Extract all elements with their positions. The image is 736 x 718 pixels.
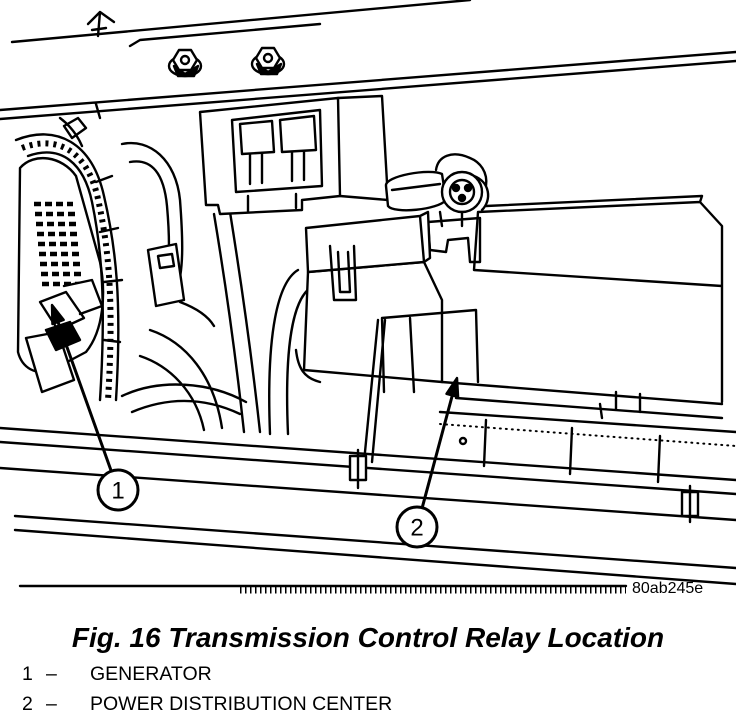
relay-terminals	[248, 149, 306, 186]
line-art: 1 2	[0, 0, 736, 594]
hose-lines	[120, 141, 312, 436]
frame-rail-seams	[482, 418, 662, 484]
harness-clip	[58, 116, 88, 148]
legend-separator: –	[46, 693, 57, 715]
hoses	[120, 141, 312, 436]
frame-rail-lines	[0, 410, 736, 586]
connector-face	[448, 178, 476, 206]
mounting-nut-right	[250, 46, 286, 76]
figure-caption: Fig. 16 Transmission Control Relay Locat…	[71, 622, 665, 653]
leader-arrowhead-1	[50, 303, 65, 326]
sensor-connector	[384, 153, 490, 264]
relay	[238, 114, 318, 156]
nut-stud	[179, 54, 191, 66]
callout-number-2: 2	[410, 515, 423, 542]
illustration: 1 2	[0, 0, 736, 594]
nut-shadow	[172, 64, 200, 78]
callout-circle-1	[96, 468, 140, 512]
figure-code: 80ab245e	[632, 580, 704, 597]
legend-number: 2	[22, 693, 33, 715]
nut-stud	[262, 52, 274, 64]
sensor-bracket	[426, 210, 482, 264]
tray-ledge	[294, 348, 724, 420]
pdc-latch	[328, 244, 358, 302]
leader-arrowhead-2	[445, 376, 460, 399]
nut-hex	[171, 48, 199, 72]
relay-bracket	[198, 94, 390, 216]
connector-head	[440, 170, 484, 214]
hose-connector	[146, 242, 186, 308]
legend-separator: –	[46, 663, 57, 685]
harness-outline	[14, 133, 120, 402]
legend-number: 1	[22, 663, 33, 685]
wiring-harness	[14, 116, 124, 402]
cowl-panel	[0, 0, 736, 121]
frame-rail-texture	[439, 423, 736, 447]
connector-pin	[463, 183, 473, 193]
mounting-nut-left	[167, 48, 203, 78]
pdc-hold-down-rod	[362, 318, 387, 464]
leader-line-2	[420, 393, 454, 510]
power-distribution-center	[294, 194, 724, 464]
leader-line-1	[56, 320, 113, 473]
legend-item: 2 – POWER DISTRIBUTION CENTER	[22, 692, 392, 716]
legend-label: POWER DISTRIBUTION CENTER	[90, 693, 393, 715]
callout-circle-2	[395, 505, 439, 549]
callout-number-1: 1	[111, 478, 124, 505]
pdc-cover-top	[304, 210, 432, 274]
frame-rail	[0, 410, 736, 594]
connector-pin	[451, 183, 461, 193]
callout-2: 2	[395, 376, 460, 549]
relay-frame	[230, 94, 390, 214]
frame-hole	[458, 436, 468, 446]
generator-vent-slots	[34, 201, 87, 287]
harness-ties	[94, 174, 124, 344]
legend-label: GENERATOR	[90, 663, 212, 685]
sensor-body	[384, 170, 448, 212]
harness-wrap	[20, 140, 114, 401]
cowl-panel-edges	[0, 0, 736, 121]
hood-clip	[86, 10, 116, 38]
legend-item: 1 – GENERATOR	[22, 662, 212, 686]
connector-pin	[457, 193, 467, 203]
nut-shadow	[255, 62, 283, 76]
nut-hex	[254, 46, 282, 70]
adjacent-box	[472, 194, 724, 404]
callout-1: 1	[50, 303, 140, 512]
